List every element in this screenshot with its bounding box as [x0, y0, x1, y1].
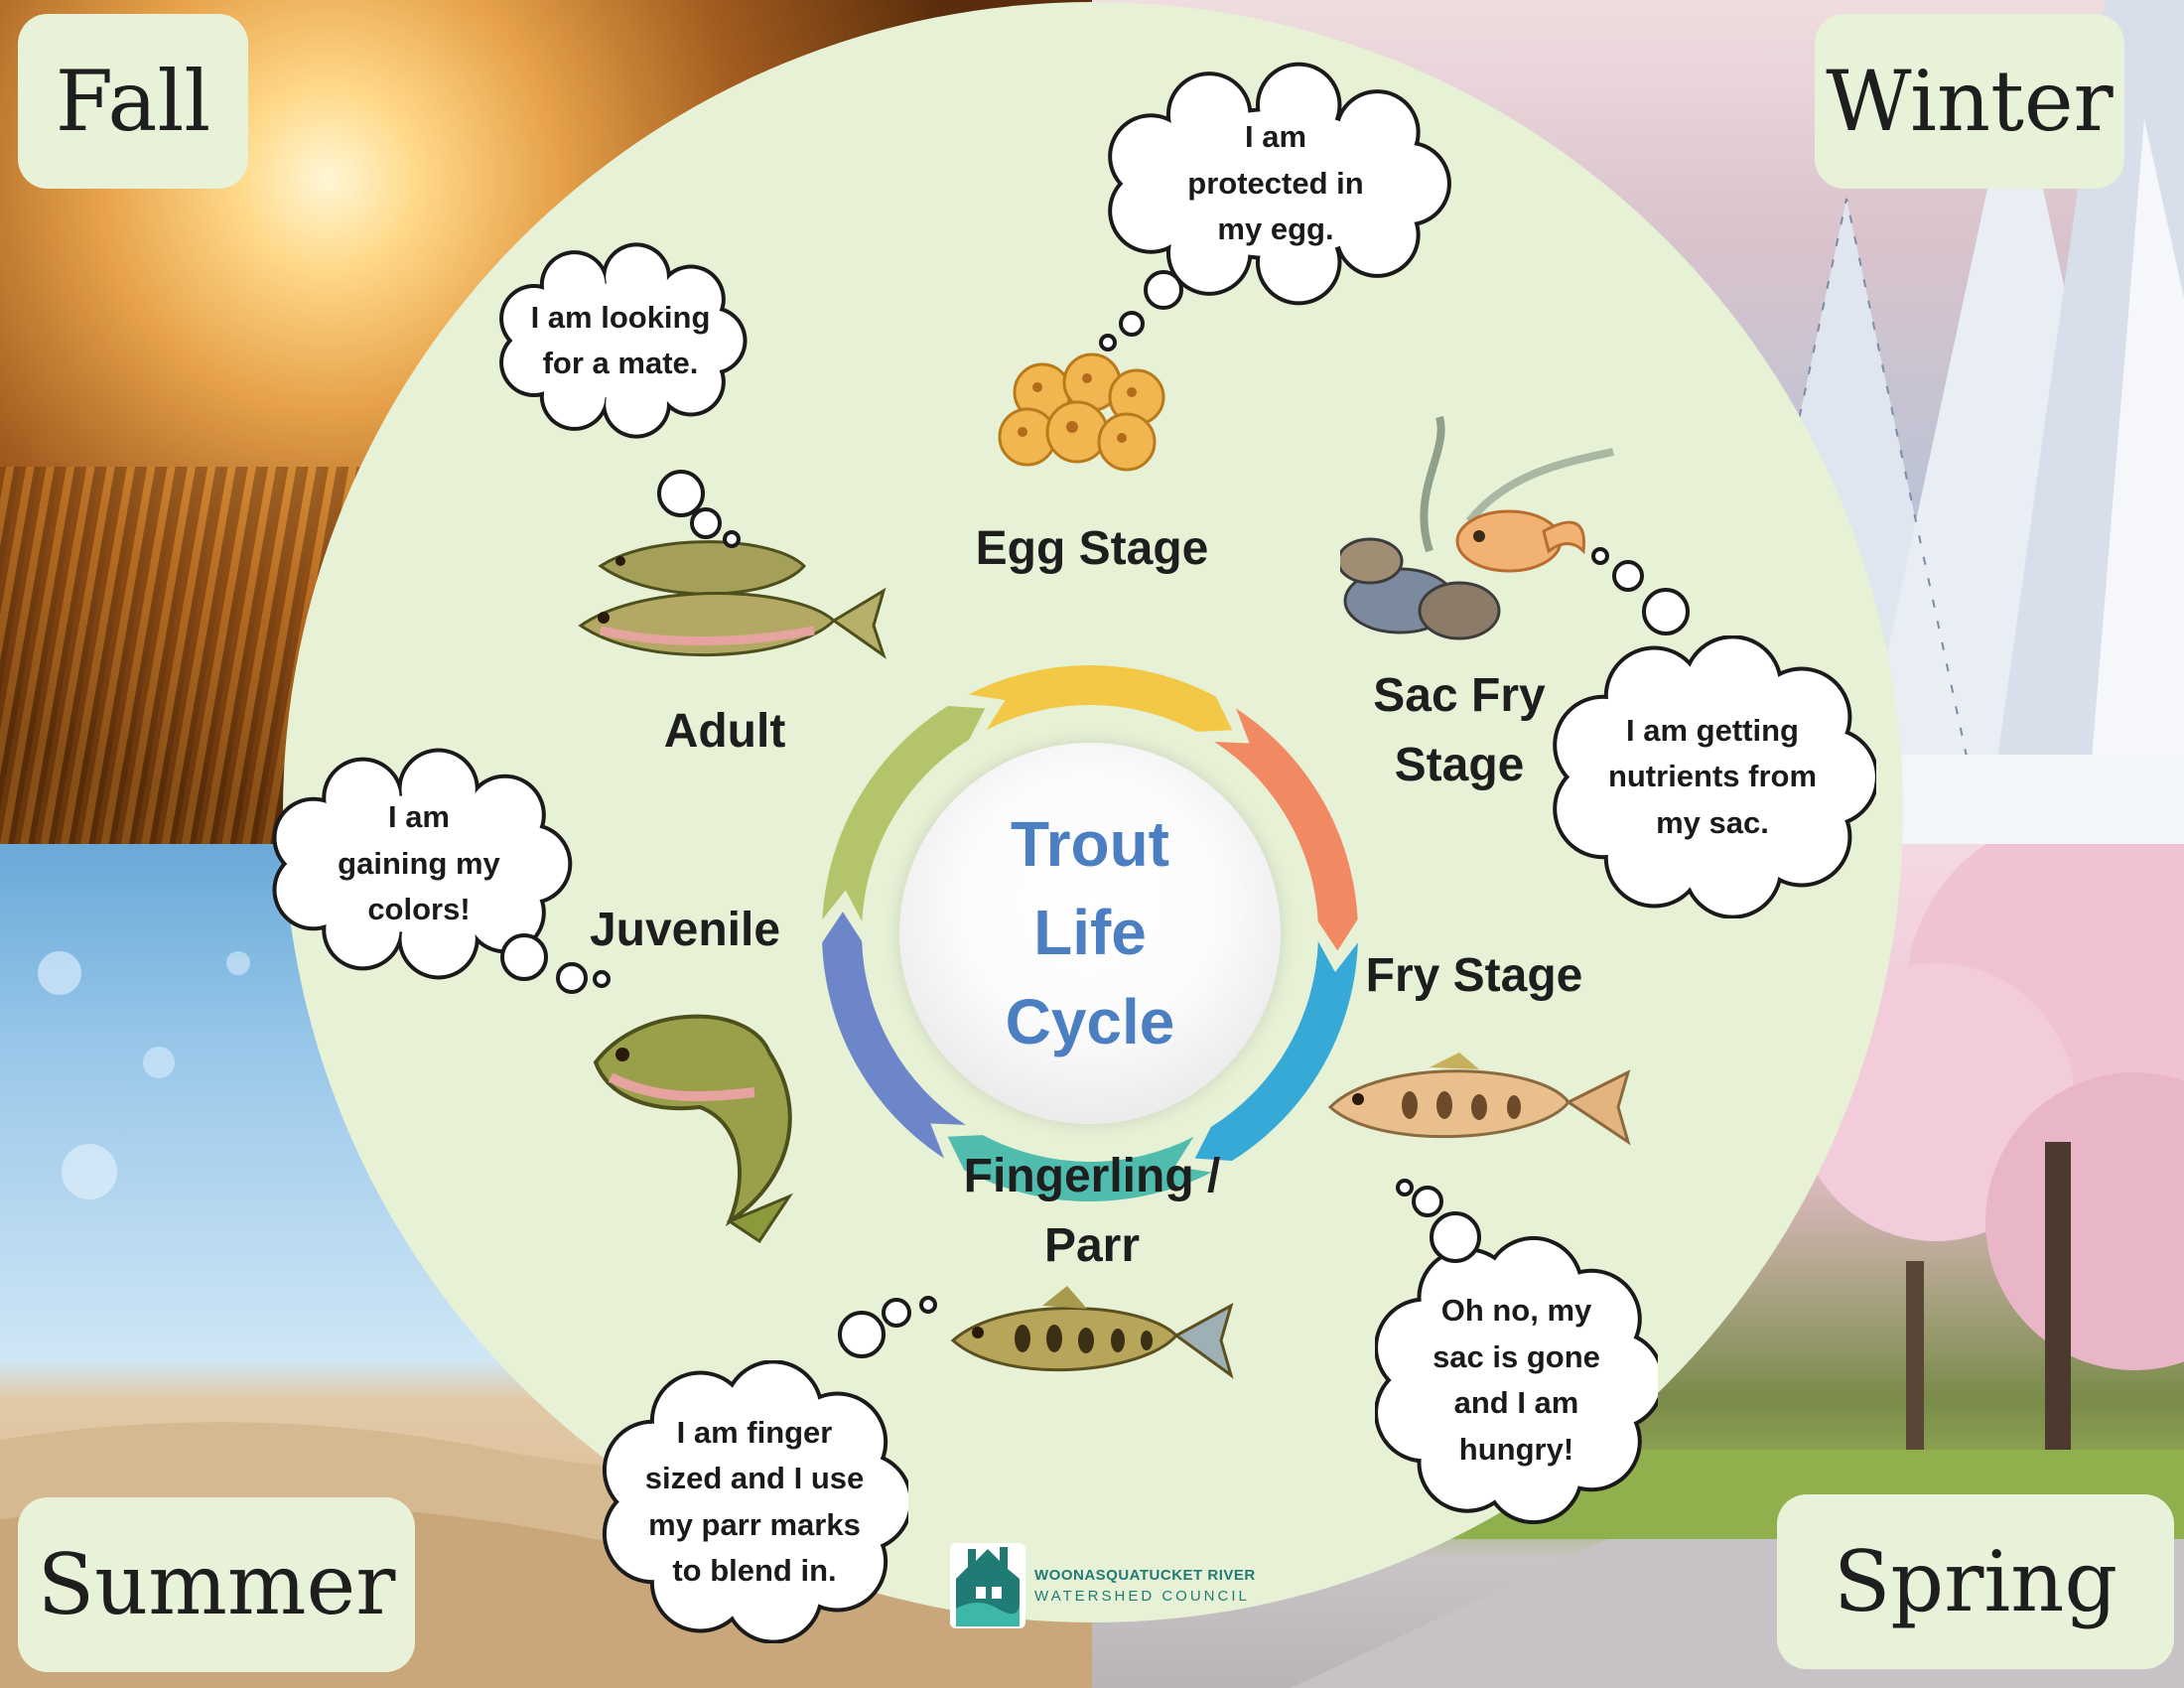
- thought-text-egg: I am protected in my egg.: [1187, 119, 1364, 247]
- logo-line-1: WOONASQUATUCKET RIVER: [1034, 1567, 1256, 1584]
- logo-line-2: WATERSHED COUNCIL: [1034, 1588, 1250, 1605]
- thought-text-sac-fry: I am getting nutrients from my sac.: [1607, 712, 1818, 840]
- stage-label-juvenile: Juvenile: [589, 904, 781, 956]
- thought-text-juvenile: I am gaining my colors!: [338, 799, 500, 927]
- fry-fish-illustration: [1327, 1053, 1631, 1146]
- cloud-shape: [602, 1359, 913, 1644]
- fingerling-fish-illustration: [950, 1286, 1234, 1379]
- thought-cloud-fingerling: I am finger sized and I use my parr mark…: [601, 1359, 913, 1644]
- stage-label-sac-fry: Sac Fry Stage: [1373, 669, 1546, 791]
- center-title: Trout Life Cycle: [1005, 807, 1175, 1057]
- cloud-shape: [499, 242, 748, 439]
- season-label-summer: Summer: [18, 1497, 415, 1672]
- adult-fish-illustration: [578, 540, 887, 659]
- snowy-trees-illustration: [1092, 0, 2184, 844]
- thought-cloud-sac-fry: I am getting nutrients from my sac.: [1549, 634, 1879, 919]
- thought-cloud-adult: I am looking for a mate.: [486, 236, 754, 445]
- thought-text-fry: Oh no, my sac is gone and I am hungry!: [1433, 1293, 1600, 1467]
- season-label-spring: Spring: [1777, 1494, 2174, 1669]
- thought-cloud-egg: I am protected in my egg.: [1092, 60, 1459, 308]
- season-label-winter: Winter: [1815, 14, 2124, 189]
- cloud-shape: [1108, 62, 1451, 306]
- stage-label-adult: Adult: [663, 705, 786, 758]
- sac-fry-illustration: [1340, 415, 1614, 640]
- thought-cloud-juvenile: I am gaining my colors!: [260, 745, 578, 983]
- stage-label-fry: Fry Stage: [1365, 949, 1583, 1002]
- thought-cloud-fry: Oh no, my sac is gone and I am hungry!: [1374, 1235, 1665, 1525]
- juvenile-fish-illustration: [593, 1014, 793, 1244]
- center-circle: [899, 743, 1281, 1124]
- thought-text-fingerling: I am finger sized and I use my parr mark…: [644, 1414, 865, 1589]
- stage-label-egg: Egg Stage: [975, 522, 1209, 575]
- cloud-shape: [1553, 634, 1879, 919]
- egg-cluster-illustration: [998, 352, 1165, 472]
- watershed-council-logo: [950, 1543, 1025, 1628]
- stage-label-fingerling: Fingerling / Parr: [963, 1150, 1221, 1272]
- cloud-shape: [1374, 1235, 1665, 1525]
- season-label-fall: Fall: [18, 14, 248, 189]
- cloud-shape: [272, 748, 573, 980]
- thought-text-adult: I am looking for a mate.: [530, 299, 711, 381]
- logo-text: WOONASQUATUCKET RIVER WATERSHED COUNCIL: [1034, 1565, 1256, 1607]
